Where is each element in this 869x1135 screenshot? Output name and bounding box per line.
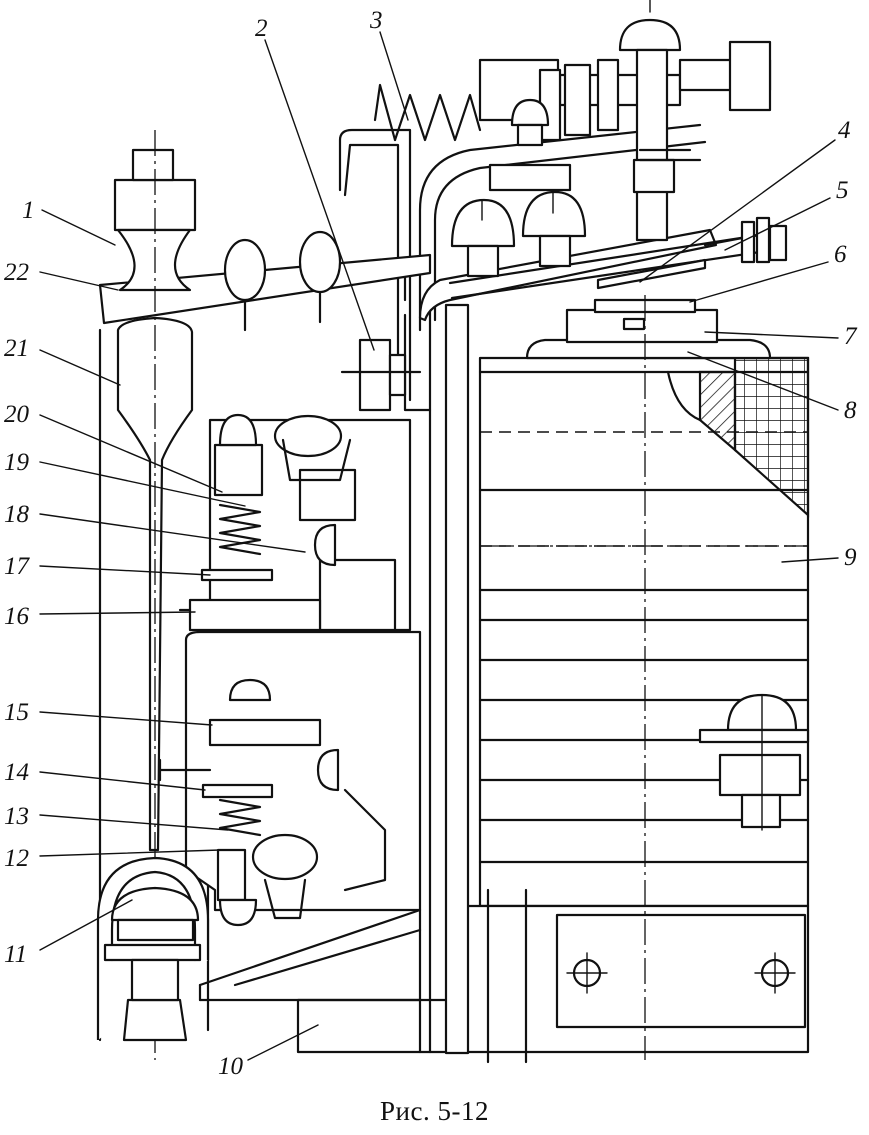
callout-11: 11: [4, 941, 27, 968]
callout-7: 7: [844, 323, 858, 350]
callout-12: 12: [4, 845, 29, 872]
adjusting-screw-assembly: [478, 0, 772, 242]
yoke: [403, 258, 470, 1055]
callout-18: 18: [4, 501, 30, 528]
callout-17: 17: [4, 553, 31, 580]
callout-2: 2: [255, 15, 268, 42]
callout-10: 10: [218, 1053, 244, 1080]
callout-5: 5: [836, 177, 849, 204]
callout-21: 21: [4, 335, 29, 362]
callout-1: 1: [22, 197, 35, 224]
callout-15: 15: [4, 699, 29, 726]
callout-22: 22: [4, 259, 29, 286]
callout-20: 20: [4, 401, 30, 428]
callout-19: 19: [4, 449, 30, 476]
callout-14: 14: [4, 759, 29, 786]
callout-9: 9: [844, 544, 857, 571]
figure-caption: Рис. 5-12: [380, 1096, 489, 1126]
callout-13: 13: [4, 803, 29, 830]
callout-16: 16: [4, 603, 30, 630]
core-pole-7: [525, 298, 772, 360]
coil-bolt: [698, 693, 810, 831]
contact-block-lower: [158, 630, 422, 927]
callout-3: 3: [369, 7, 383, 34]
callout-labels: 1 2 3 4 5 6 7 8 9 10 11 12 13 14 15 16 1…: [4, 7, 858, 1080]
leader-lines: [39, 31, 839, 1061]
callout-6: 6: [834, 241, 847, 268]
clip-11: [96, 856, 210, 1042]
base-plate: [198, 908, 452, 1054]
armature-screws: [450, 190, 587, 278]
callout-4: 4: [838, 117, 851, 144]
lever-22: [98, 230, 432, 332]
callout-8: 8: [844, 397, 857, 424]
knob-2: [340, 338, 422, 412]
lower-bracket: [448, 888, 810, 1064]
contact-block-upper: [178, 413, 412, 632]
